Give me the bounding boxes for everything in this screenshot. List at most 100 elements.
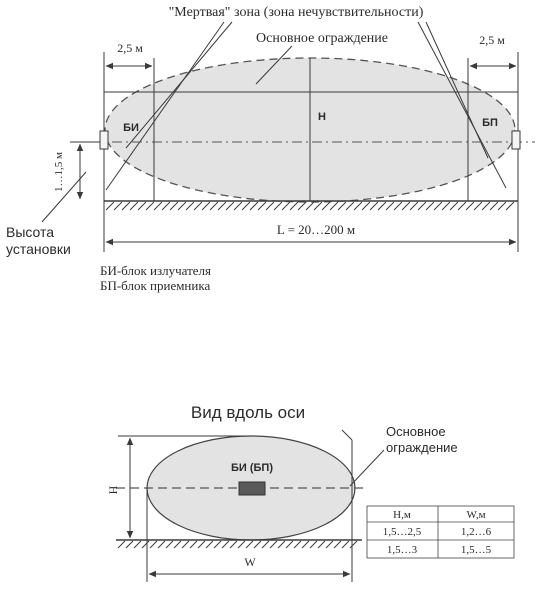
hatch-stroke: [337, 201, 347, 211]
hatch-stroke: [209, 201, 219, 211]
hatch-stroke: [165, 540, 174, 549]
hatch-stroke: [173, 540, 182, 549]
table-header-h: Н,м: [393, 509, 411, 521]
hatch-stroke: [257, 201, 267, 211]
dead-zone-pointer-right-1: [417, 21, 507, 189]
axial-height-label: Н: [106, 485, 120, 494]
hatch-stroke: [349, 540, 358, 549]
hatch-stroke: [301, 540, 310, 549]
hatch-stroke: [297, 201, 307, 211]
fence-pointer: [255, 45, 293, 85]
hatch-stroke: [249, 201, 259, 211]
hatch-stroke: [465, 201, 475, 211]
hatch-stroke: [185, 201, 195, 211]
hatch-stroke: [329, 201, 339, 211]
hatch-stroke: [369, 201, 379, 211]
hatch-stroke: [225, 201, 235, 211]
side-view: "Мертвая" зона (зона нечувствительности)…: [6, 5, 535, 293]
hatch-stroke: [133, 540, 142, 549]
hatch-stroke: [489, 201, 499, 211]
hatch-stroke: [245, 540, 254, 549]
axial-fence-leader: [349, 449, 385, 487]
hatch-stroke: [177, 201, 187, 211]
hatch-stroke: [265, 201, 275, 211]
hatch-stroke: [473, 201, 483, 211]
hatch-stroke: [145, 201, 155, 211]
hatch-stroke: [213, 540, 222, 549]
dead-zone-label: "Мертвая" зона (зона нечувствительности): [169, 5, 424, 20]
hatch-stroke: [425, 201, 435, 211]
hatch-stroke: [121, 201, 131, 211]
hatch-stroke: [321, 201, 331, 211]
dead-zone-pointer-right-2: [425, 21, 489, 159]
hatch-stroke: [317, 540, 326, 549]
hatch-stroke: [457, 201, 467, 211]
hatch-stroke: [149, 540, 158, 549]
install-height-caption-line1: Высота: [6, 224, 54, 240]
hatch-stroke: [313, 201, 323, 211]
axial-view: Вид вдоль оси БИ (БП) Основное ограждени…: [106, 403, 515, 582]
hatch-stroke: [273, 201, 283, 211]
table-cell: 1,2…6: [461, 526, 492, 538]
hatch-stroke: [309, 540, 318, 549]
hatch-stroke: [141, 540, 150, 549]
hatch-stroke: [481, 201, 491, 211]
hatch-stroke: [233, 201, 243, 211]
hatch-stroke: [269, 540, 278, 549]
receiver-label: БП: [482, 117, 498, 129]
axial-fence-label-line1: Основное: [386, 424, 446, 439]
legend-transmitter: БИ-блок излучателя: [100, 263, 211, 278]
hatch-stroke: [237, 540, 246, 549]
transmitter-unit-icon: [99, 130, 109, 150]
hatch-stroke: [153, 201, 163, 211]
hatch-stroke: [285, 540, 294, 549]
hatch-stroke: [341, 540, 350, 549]
hatch-stroke: [393, 201, 403, 211]
hatch-stroke: [157, 540, 166, 549]
transmitter-label: БИ: [123, 122, 139, 134]
table-header-w: W,м: [466, 509, 485, 521]
parameters-table: Н,м W,м 1,5…2,5 1,2…6 1,5…3 1,5…5: [366, 505, 515, 559]
hatch-stroke: [117, 540, 126, 549]
hatch-stroke: [433, 201, 443, 211]
hatch-stroke: [169, 201, 179, 211]
axial-unit-label: БИ (БП): [231, 462, 273, 474]
dead-zone-pointer-left-1: [105, 21, 225, 191]
hatch-stroke: [217, 201, 227, 211]
hatch-stroke: [305, 201, 315, 211]
hatch-stroke: [377, 201, 387, 211]
axial-width-label: W: [244, 555, 256, 569]
axial-ground-hatching: [117, 540, 358, 549]
hatch-stroke: [253, 540, 262, 549]
length-dim-label: L = 20…200 м: [277, 222, 355, 237]
hatch-stroke: [333, 540, 342, 549]
dim-right-label: 2,5 м: [479, 33, 505, 47]
fence-label: Основное ограждение: [256, 31, 388, 46]
hatch-stroke: [325, 540, 334, 549]
table-cell: 1,5…2,5: [383, 526, 422, 538]
hatch-stroke: [161, 201, 171, 211]
hatch-stroke: [129, 201, 139, 211]
hatch-stroke: [261, 540, 270, 549]
hatch-stroke: [105, 201, 115, 211]
install-height-dim-label: 1…1,5 м: [53, 152, 65, 192]
axial-view-title: Вид вдоль оси: [191, 403, 305, 422]
hatch-stroke: [125, 540, 134, 549]
hatch-stroke: [181, 540, 190, 549]
table-cell: 1,5…5: [461, 544, 492, 556]
hatch-stroke: [201, 201, 211, 211]
hatch-stroke: [289, 201, 299, 211]
receiver-unit-icon: [511, 130, 521, 150]
dead-zone-pointer-left-2: [125, 21, 233, 149]
hatch-stroke: [221, 540, 230, 549]
hatch-stroke: [277, 540, 286, 549]
hatch-stroke: [505, 201, 515, 211]
hatch-stroke: [361, 201, 371, 211]
hatch-stroke: [197, 540, 206, 549]
hatch-stroke: [137, 201, 147, 211]
axial-fence-line: [341, 429, 353, 441]
hatch-stroke: [449, 201, 459, 211]
hatch-stroke: [417, 201, 427, 211]
hatch-stroke: [293, 540, 302, 549]
